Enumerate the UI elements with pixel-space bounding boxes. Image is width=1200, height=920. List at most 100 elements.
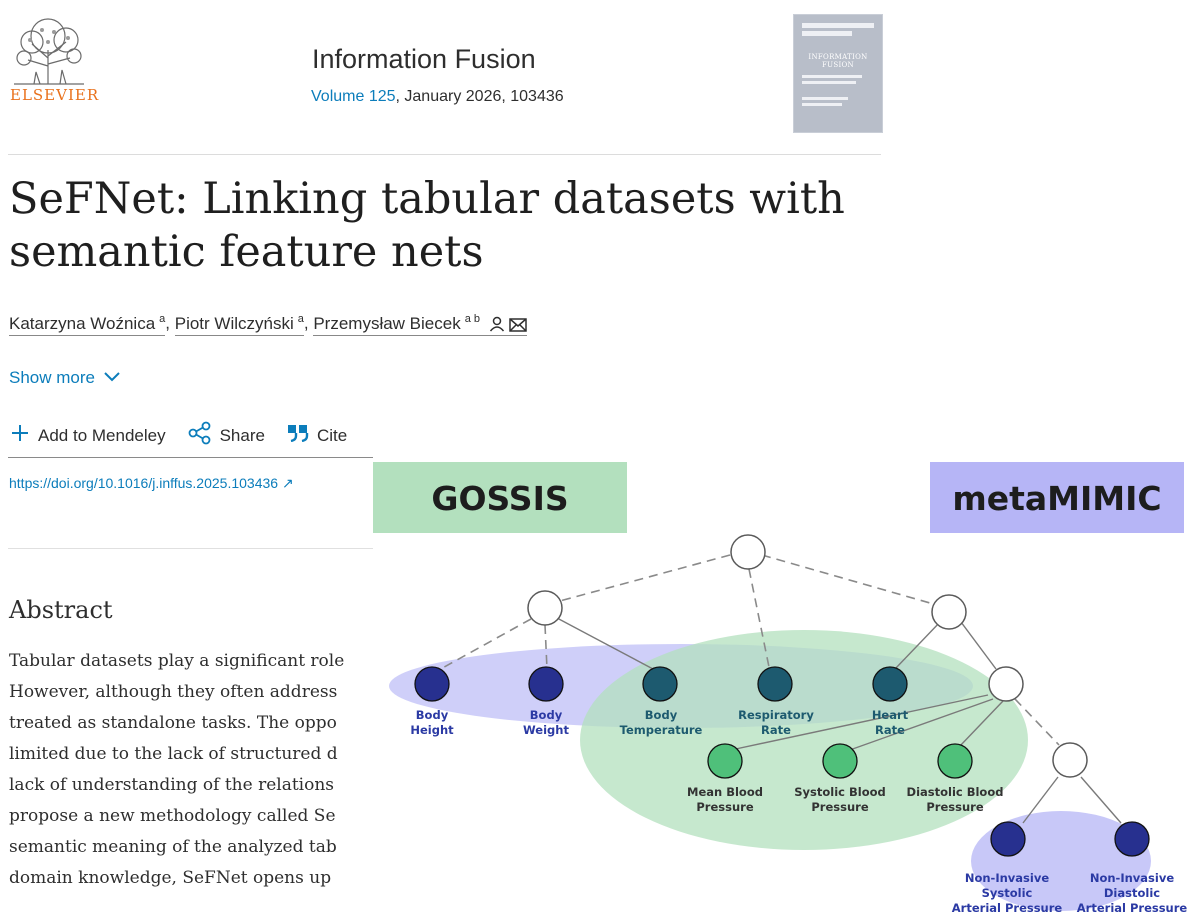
systolic-blood-pressure-node [822, 743, 858, 779]
edge [730, 694, 989, 751]
diastolic-blood-pressure-node [937, 743, 973, 779]
article-title: SeFNet: Linking tabular datasets with se… [9, 174, 845, 277]
share-button[interactable]: Share [188, 421, 265, 450]
semantic-feature-net-figure: GOSSIS metaMIMIC [373, 455, 1200, 920]
node-label: Body [416, 708, 449, 722]
abstract-line: semantic meaning of the analyzed tab [9, 837, 337, 857]
node-label: Non-Invasive [965, 871, 1049, 885]
volume-link[interactable]: Volume 125 [311, 88, 396, 105]
abstract-line: propose a new methodology called Se [9, 806, 336, 826]
doi-link[interactable]: https://doi.org/10.1016/j.inffus.2025.10… [9, 475, 294, 492]
node-label: Diastolic Blood [907, 785, 1004, 799]
body-temperature-node [642, 666, 678, 702]
node-label: Systolic Blood [794, 785, 885, 799]
add-to-mendeley-button[interactable]: Add to Mendeley [10, 423, 166, 448]
ni-diastolic-node [1114, 821, 1150, 857]
ni-systolic-node [990, 821, 1026, 857]
section-divider [8, 548, 378, 549]
show-more-label: Show more [9, 368, 95, 387]
share-icon [188, 421, 212, 450]
edge [894, 620, 942, 670]
group-node [527, 590, 563, 626]
edge [761, 554, 938, 606]
edge [846, 698, 994, 752]
plus-icon [10, 423, 30, 448]
node-label: Diastolic [1104, 886, 1160, 900]
edge [544, 554, 731, 606]
node-label: Heart [872, 708, 909, 722]
metamimic-box [930, 462, 1184, 533]
node-label: Mean Blood [687, 785, 763, 799]
group-node [988, 666, 1024, 702]
node-label: Rate [761, 723, 791, 737]
doi-text: https://doi.org/10.1016/j.inffus.2025.10… [9, 475, 279, 491]
journal-cover[interactable]: INFORMATION FUSION [793, 14, 883, 133]
edge [1022, 776, 1059, 824]
abstract-text: Tabular datasets play a significant role… [9, 646, 371, 920]
external-link-icon: ↗ [281, 475, 294, 491]
edge [436, 618, 532, 672]
respiratory-rate-node [757, 666, 793, 702]
abstract-line: lack of understanding of the relations [9, 775, 335, 795]
edge [1014, 698, 1060, 746]
quote-icon [287, 424, 309, 447]
metamimic-label: metaMIMIC [952, 479, 1161, 518]
mendeley-label: Add to Mendeley [38, 425, 166, 445]
node-label: Respiratory [738, 708, 814, 722]
node-label: Body [645, 708, 678, 722]
node-label: Arterial Pressure [1077, 901, 1188, 915]
edge [957, 617, 997, 670]
edge [958, 700, 1004, 748]
root-node [730, 534, 766, 570]
show-more-button[interactable]: Show more [9, 368, 121, 388]
heart-rate-node [872, 666, 908, 702]
edge [556, 617, 654, 670]
volume-date: , January 2026, 103436 [395, 88, 564, 105]
cite-button[interactable]: Cite [287, 424, 347, 447]
body-height-node [414, 666, 450, 702]
node-label: Systolic [982, 886, 1033, 900]
node-label: Non-Invasive [1090, 871, 1174, 885]
abstract-line: limited due to the lack of structured d [9, 744, 338, 764]
edge [748, 568, 770, 668]
chevron-down-icon [103, 368, 121, 388]
header-divider [8, 154, 881, 155]
node-label: Weight [523, 723, 569, 737]
node-label: Pressure [926, 800, 983, 814]
abstract-heading: Abstract [9, 596, 113, 624]
node-label: Body [530, 708, 563, 722]
node-label: Temperature [620, 723, 703, 737]
node-label: Pressure [696, 800, 753, 814]
node-label: Pressure [811, 800, 868, 814]
article-actions: Add to Mendeley Share Cite [10, 421, 369, 450]
cover-title: INFORMATION FUSION [808, 53, 868, 69]
envelope-icon [508, 317, 527, 337]
elsevier-logo[interactable] [8, 14, 90, 104]
journal-title[interactable]: Information Fusion [312, 44, 536, 74]
person-icon [489, 316, 505, 337]
body-weight-node [528, 666, 564, 702]
node-label: Height [410, 723, 454, 737]
abstract-line: Tabular datasets play a significant role [9, 651, 345, 671]
publisher-name: ELSEVIER [10, 86, 100, 104]
volume-info: Volume 125, January 2026, 103436 [311, 88, 564, 106]
edge [1080, 776, 1122, 824]
share-label: Share [219, 425, 265, 445]
abstract-line: domain knowledge, SeFNet opens up [9, 868, 332, 888]
gossis-region-ellipse [580, 630, 1028, 850]
abstract-line: treated as standalone tasks. The oppo [9, 713, 337, 733]
gossis-box [373, 462, 627, 533]
mean-blood-pressure-node [707, 743, 743, 779]
node-label: Rate [875, 723, 905, 737]
node-label: Arterial Pressure [952, 901, 1063, 915]
gossis-label: GOSSIS [431, 479, 568, 518]
cite-label: Cite [316, 425, 348, 445]
edge [544, 624, 548, 670]
abstract-line: However, although they often address [9, 682, 338, 702]
group-node [1052, 742, 1088, 778]
group-node [931, 594, 967, 630]
